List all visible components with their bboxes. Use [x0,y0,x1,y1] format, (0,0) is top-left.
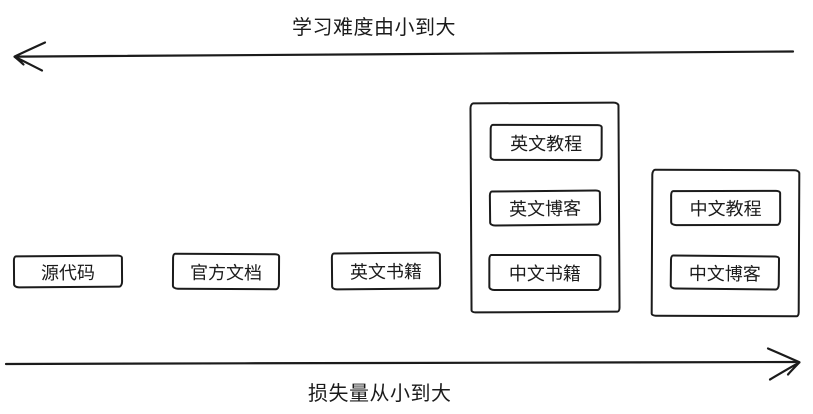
box-english-books: 英文书籍 [330,251,442,291]
group-english-resources: 英文教程 英文博客 中文书籍 [469,101,621,314]
box-chinese-blogs: 中文博客 [669,254,781,291]
box-official-docs: 官方文档 [171,252,281,291]
bottom-arrow-right [4,347,801,381]
bottom-axis-label: 损失量从小到大 [308,381,452,405]
box-english-tutorials: 英文教程 [489,123,603,162]
box-chinese-tutorials: 中文教程 [670,189,782,227]
top-axis-label: 学习难度由小到大 [292,15,456,39]
box-english-blogs: 英文博客 [488,189,602,227]
top-arrow-left [13,41,795,72]
box-chinese-books: 中文书籍 [488,254,602,292]
group-chinese-resources: 中文教程 中文博客 [650,168,801,318]
box-source-code: 源代码 [12,254,124,289]
